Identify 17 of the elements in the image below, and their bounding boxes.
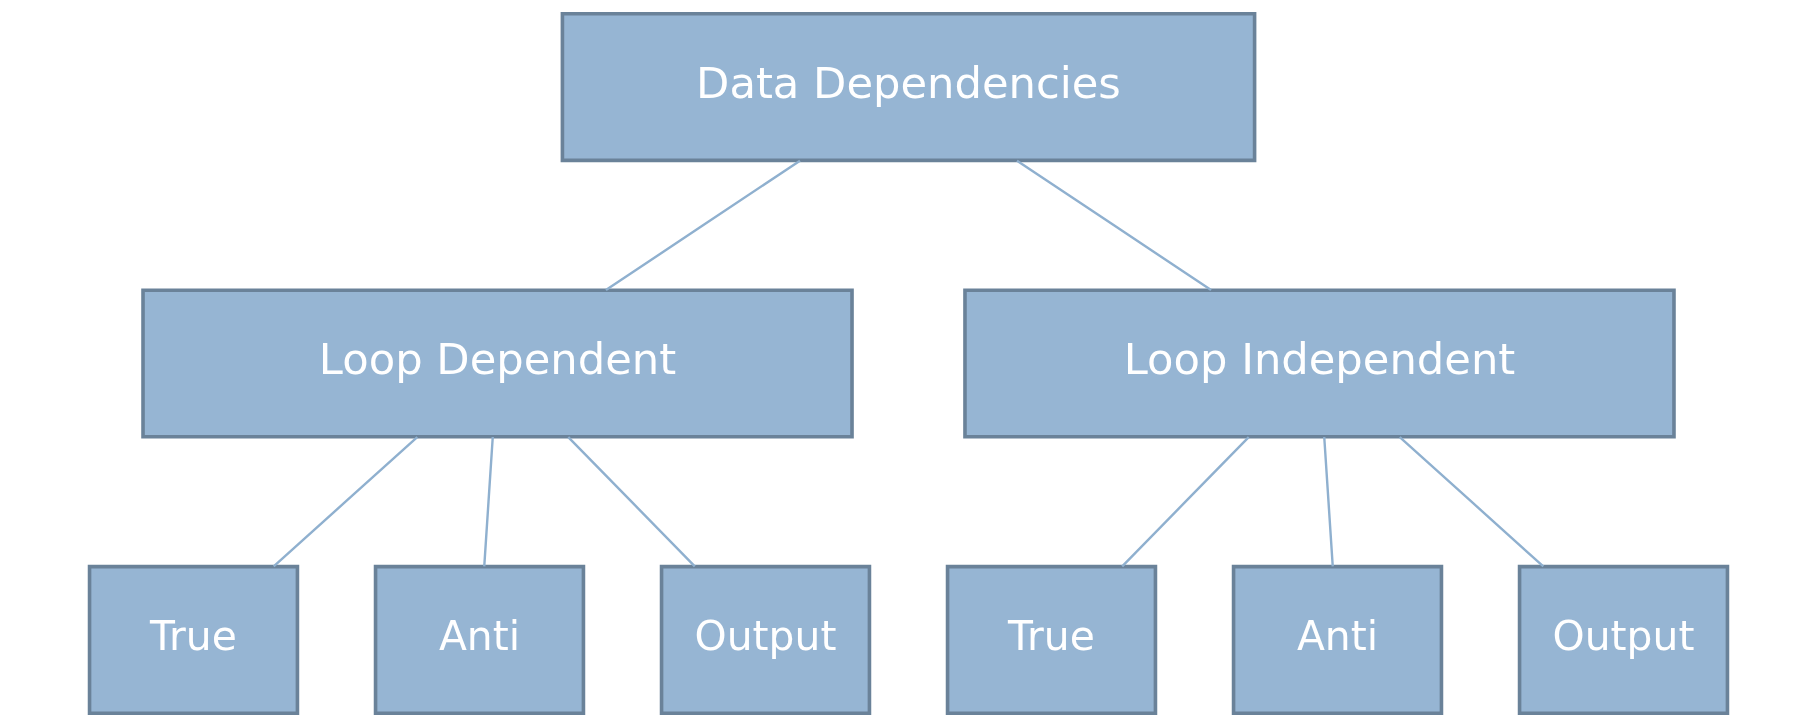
- connector: [1120, 435, 1250, 567]
- connector: [604, 159, 801, 291]
- connector: [1015, 159, 1212, 291]
- connector: [1322, 436, 1334, 566]
- connector: [272, 435, 418, 567]
- node-box: Loop Dependent: [140, 287, 854, 439]
- node-box: True: [945, 564, 1157, 715]
- node-box: Output: [1517, 564, 1729, 715]
- node-box: Output: [659, 564, 871, 715]
- connector: [1398, 435, 1544, 567]
- node-box: Loop Independent: [962, 287, 1676, 439]
- connector: [482, 436, 494, 566]
- node-box: Anti: [1231, 564, 1443, 715]
- node-box: True: [87, 564, 299, 715]
- connector: [566, 435, 696, 567]
- node-box: Anti: [373, 564, 585, 715]
- node-box: Data Dependencies: [560, 11, 1256, 162]
